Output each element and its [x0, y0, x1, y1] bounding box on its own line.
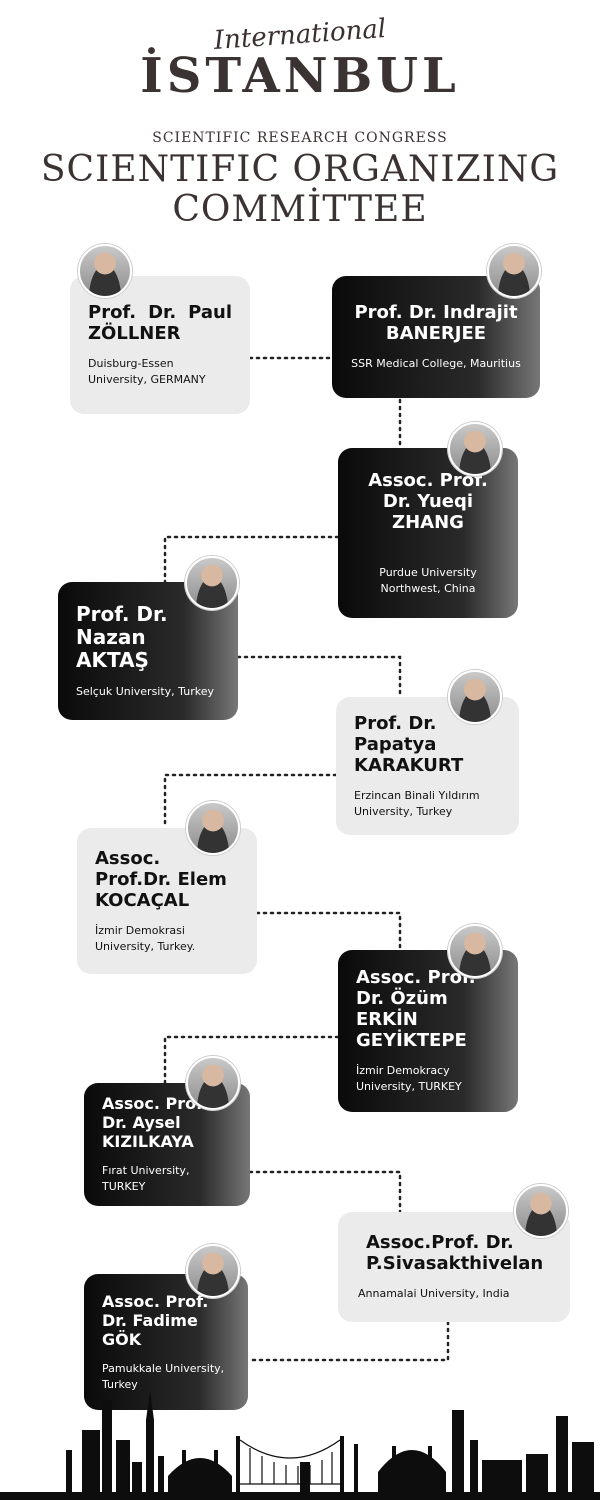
avatar-aktas	[185, 556, 239, 610]
avatar-kizilkaya	[186, 1056, 240, 1110]
member-card-zollner: Prof. Dr. Paul ZÖLLNER Duisburg-Essen Un…	[70, 276, 250, 414]
member-affiliation: İzmir Demokrasi University, Turkey.	[95, 923, 196, 953]
member-affiliation: SSR Medical College, Mauritius	[351, 357, 521, 370]
connector-3-4	[163, 535, 340, 584]
member-name: Assoc. Prof. Dr. Yueqi ZHANG	[368, 469, 488, 533]
page-title: SCIENTIFIC ORGANIZING COMMİTTEE	[0, 150, 600, 230]
member-name: Prof. Dr. Indrajit BANERJEE	[354, 302, 518, 344]
avatar-zhang	[448, 422, 502, 476]
title-line-1: SCIENTIFIC ORGANIZING	[40, 149, 560, 190]
member-card-geyiktepe: Assoc. Prof. Dr. Özüm ERKİN GEYİKTEPE İz…	[338, 950, 518, 1112]
avatar-gok	[186, 1244, 240, 1298]
avatar-zollner	[78, 244, 132, 298]
istanbul-skyline-icon	[0, 1390, 600, 1500]
member-card-kocacal: Assoc. Prof.Dr. Elem KOCAÇAL İzmir Demok…	[77, 828, 257, 974]
member-affiliation: Fırat University, TURKEY	[102, 1164, 190, 1193]
connector-4-5	[236, 655, 402, 699]
congress-subtitle: SCIENTIFIC RESEARCH CONGRESS	[152, 130, 448, 146]
member-name: Assoc. Prof. Dr. Özüm ERKİN GEYİKTEPE	[356, 967, 476, 1051]
member-name: Assoc. Prof.Dr. Elem KOCAÇAL	[95, 847, 227, 911]
connector-9-10	[246, 1320, 450, 1362]
member-name: Prof. Dr. Papatya KARAKURT	[354, 712, 464, 776]
connector-8-9	[248, 1170, 402, 1214]
member-affiliation: Purdue University Northwest, China	[379, 565, 477, 595]
member-name: Assoc. Prof. Dr. Fadime GÖK	[102, 1291, 209, 1349]
connector-7-8	[163, 1035, 340, 1085]
member-name: Prof. Dr. Paul ZÖLLNER	[88, 302, 232, 344]
member-affiliation: Annamalai University, India	[358, 1287, 510, 1300]
member-affiliation: Pamukkale University, Turkey	[102, 1361, 225, 1391]
member-name: Prof. Dr. Nazan AKTAŞ	[76, 601, 168, 672]
member-affiliation: Selçuk University, Turkey	[76, 684, 214, 698]
member-affiliation: Erzincan Binali Yıldırım University, Tur…	[354, 788, 480, 818]
avatar-karakurt	[448, 670, 502, 724]
member-card-zhang: Assoc. Prof. Dr. Yueqi ZHANG Purdue Univ…	[338, 448, 518, 618]
member-affiliation: Duisburg-Essen University, GERMANY	[88, 357, 206, 386]
member-affiliation: İzmir Demokracy University, TURKEY	[356, 1064, 462, 1093]
member-name: Assoc.Prof. Dr. P.Sivasakthivelan	[366, 1232, 544, 1274]
title-line-2: COMMİTTEE	[172, 189, 428, 230]
avatar-sivasakthivelan	[514, 1184, 568, 1238]
avatar-kocacal	[186, 801, 240, 855]
logo-istanbul: İSTANBUL	[140, 48, 460, 104]
connector-5-6	[163, 773, 338, 830]
avatar-geyiktepe	[448, 924, 502, 978]
avatar-banerjee	[487, 244, 541, 298]
connector-6-7	[255, 911, 402, 952]
member-name: Assoc. Prof. Dr. Aysel KIZILKAYA	[102, 1094, 209, 1151]
